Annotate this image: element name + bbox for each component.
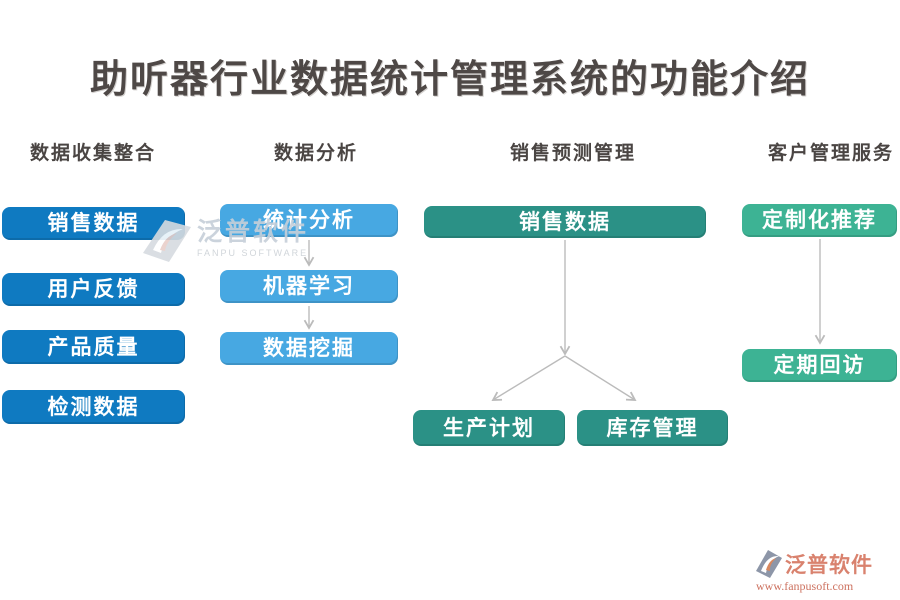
node-statistical-analysis: 统计分析 xyxy=(220,204,398,237)
node-production-plan: 生产计划 xyxy=(413,410,565,446)
node-user-feedback: 用户反馈 xyxy=(2,273,185,306)
fanpu-logo-brand: 泛普软件 xyxy=(785,553,873,577)
node-regular-followup: 定期回访 xyxy=(742,349,897,382)
node-machine-learning: 机器学习 xyxy=(220,270,398,303)
node-custom-recommendation: 定制化推荐 xyxy=(742,204,897,237)
node-test-data: 检测数据 xyxy=(2,390,185,424)
fanpu-logo-url: www.fanpusoft.com xyxy=(756,579,854,593)
fanpu-logo: 泛普软件 www.fanpusoft.com xyxy=(755,549,895,594)
watermark-subtitle: FANPU SOFTWARE xyxy=(197,248,309,258)
fanpu-logo-row: 泛普软件 xyxy=(755,549,895,579)
column-header-sales-forecast: 销售预测管理 xyxy=(509,143,637,164)
fanpu-logo-icon xyxy=(756,550,782,578)
column-header-customer-service: 客户管理服务 xyxy=(767,143,895,164)
node-sales-data: 销售数据 xyxy=(2,207,185,240)
node-sales-data-root: 销售数据 xyxy=(424,206,706,238)
node-product-quality: 产品质量 xyxy=(2,330,185,364)
node-inventory-management: 库存管理 xyxy=(577,410,728,446)
column-header-data-analysis: 数据分析 xyxy=(273,143,359,164)
page-title: 助听器行业数据统计管理系统的功能介绍 xyxy=(89,59,810,101)
node-data-mining: 数据挖掘 xyxy=(220,332,398,365)
column-header-data-collection: 数据收集整合 xyxy=(29,143,157,164)
